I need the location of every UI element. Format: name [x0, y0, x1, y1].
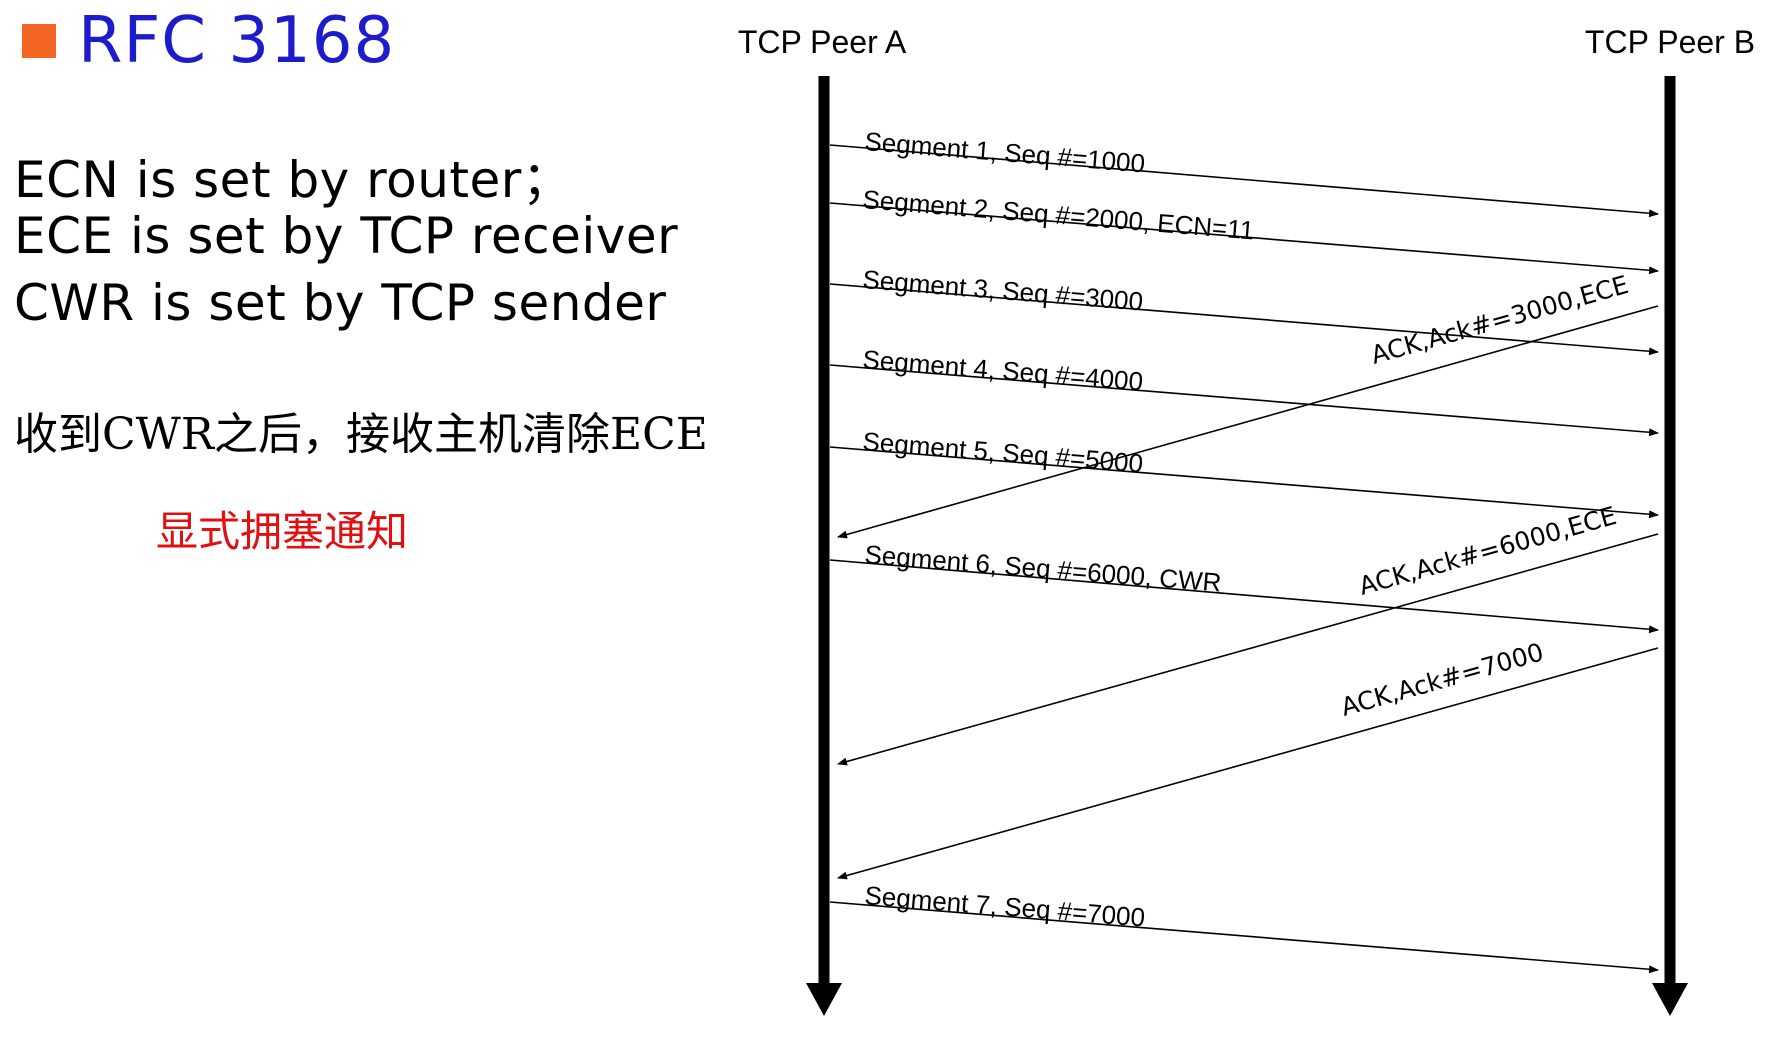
segment-1-label: Segment 1, Seq #=1000	[864, 126, 1147, 178]
message-segment-5: Segment 5, Seq #=5000	[829, 426, 1659, 519]
message-segment-7: Segment 7, Seq #=7000	[829, 880, 1659, 974]
slide-title: RFC 3168	[22, 4, 395, 78]
message-ack-3000: ACK,Ack#=3000,ECE	[837, 270, 1659, 539]
peer-b-timeline	[1652, 76, 1688, 1016]
message-segment-2: Segment 2, Seq #=2000, ECN=11	[829, 184, 1659, 275]
segment-4-label: Segment 4, Seq #=4000	[862, 344, 1145, 396]
bullet-cwr: CWR is set by TCP sender	[14, 274, 667, 332]
bullet-ece: ECE is set by TCP receiver	[14, 207, 679, 265]
ack-3000-label: ACK,Ack#=3000,ECE	[1368, 270, 1632, 370]
title-text: RFC 3168	[78, 4, 396, 78]
peer-b-label: TCP Peer B	[1585, 24, 1755, 60]
segment-2-label: Segment 2, Seq #=2000, ECN=11	[862, 184, 1256, 245]
peer-a-timeline	[806, 76, 842, 1016]
note-text: 收到CWR之后，接收主机清除ECE	[14, 409, 708, 460]
message-ack-6000: ACK,Ack#=6000,ECE	[837, 501, 1659, 766]
ack-6000-label: ACK,Ack#=6000,ECE	[1356, 501, 1620, 601]
message-ack-7000: ACK,Ack#=7000	[837, 637, 1659, 880]
message-segment-4: Segment 4, Seq #=4000	[829, 344, 1659, 437]
peer-a-label: TCP Peer A	[738, 24, 907, 60]
segment-3-label: Segment 3, Seq #=3000	[862, 264, 1145, 316]
square-bullet-icon	[22, 24, 56, 58]
segment-7-label: Segment 7, Seq #=7000	[864, 880, 1147, 932]
segment-5-label: Segment 5, Seq #=5000	[862, 426, 1145, 478]
segment-6-label: Segment 6, Seq #=6000, CWR	[864, 539, 1223, 598]
bullet-ecn: ECN is set by router；	[14, 151, 573, 209]
subtitle-text: 显式拥塞通知	[156, 507, 409, 556]
